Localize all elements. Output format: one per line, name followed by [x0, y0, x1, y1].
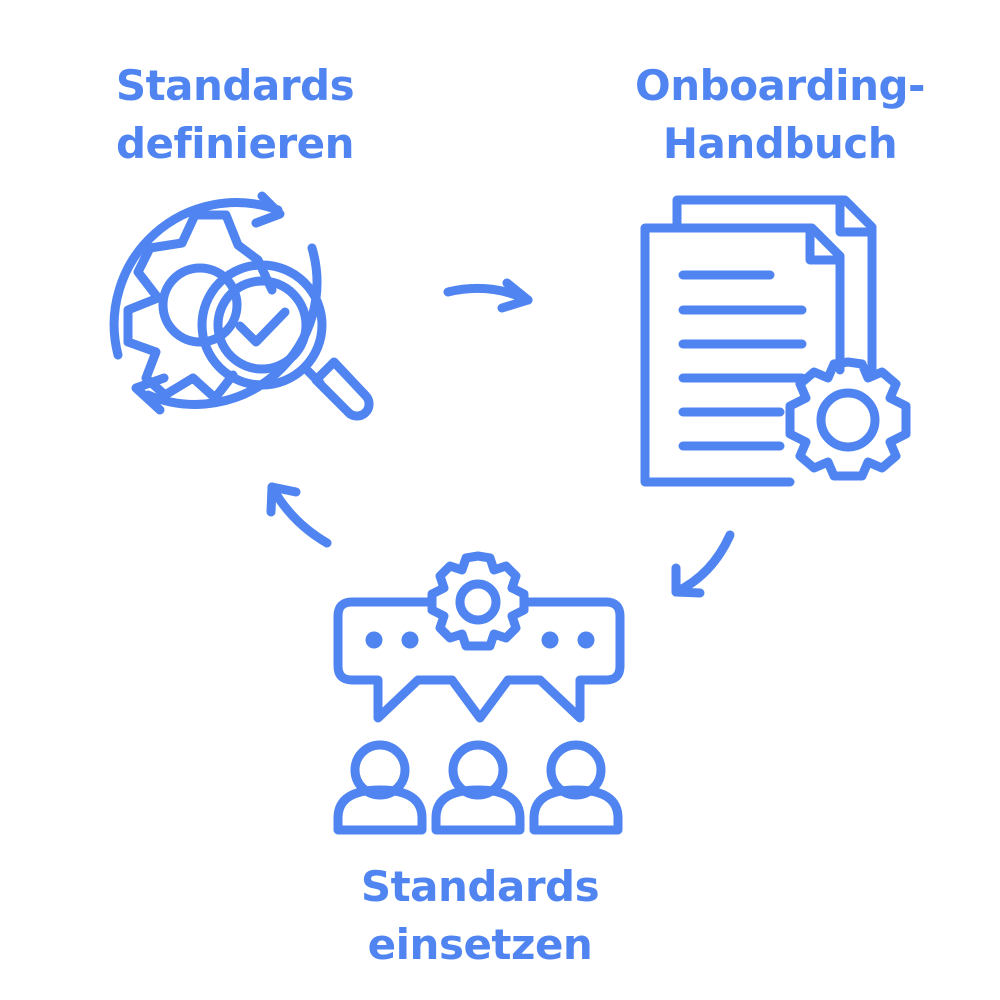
step-label-line1: Onboarding- — [635, 61, 925, 110]
step-label-onboarding-handbuch: Onboarding- Handbuch — [600, 57, 960, 173]
team-meeting-gear-icon — [333, 551, 625, 835]
arrow-right-icon — [443, 278, 533, 313]
gear-magnifier-check-icon — [109, 191, 374, 421]
step-label-line2: definieren — [115, 119, 355, 168]
arrow-up-left-icon — [266, 482, 332, 548]
step-label-line2: einsetzen — [367, 920, 593, 969]
step-label-line1: Standards — [360, 862, 600, 911]
step-label-standards-einsetzen: Standards einsetzen — [300, 858, 660, 974]
arrow-down-left-icon — [671, 530, 735, 598]
step-label-line2: Handbuch — [662, 119, 898, 168]
step-label-line1: Standards — [115, 61, 355, 110]
step-label-standards-definieren: Standards definieren — [55, 57, 415, 173]
documents-gear-icon — [640, 195, 911, 487]
